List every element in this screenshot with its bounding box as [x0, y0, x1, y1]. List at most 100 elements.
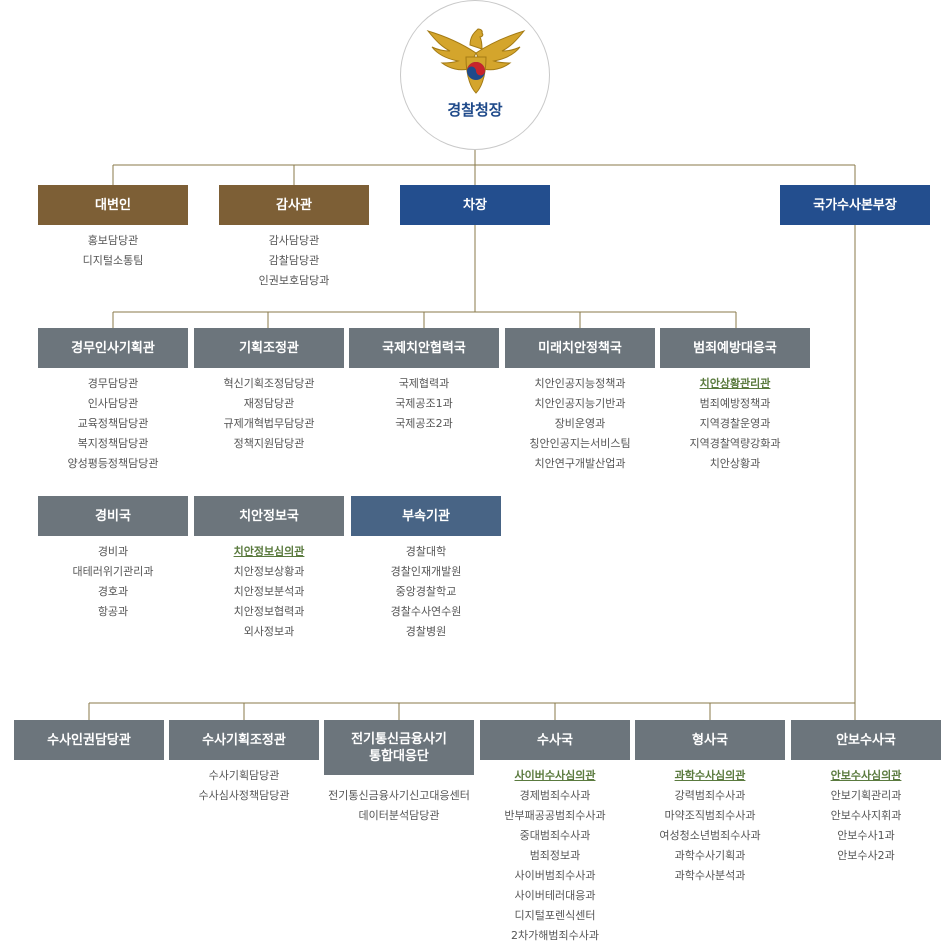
list-item[interactable]: 경찰수사연수원 — [390, 605, 462, 618]
list-item[interactable]: 경호과 — [97, 585, 129, 598]
list-item[interactable]: 경무담당관 — [87, 377, 139, 390]
planning-coordination-box[interactable]: 기획조정관 — [194, 328, 344, 368]
list-item[interactable]: 지역경찰운영과 — [699, 417, 771, 430]
list-item-highlight[interactable]: 치안상황관리관 — [699, 377, 771, 390]
list-item[interactable]: 전기통신금융사기신고대응센터 — [328, 789, 470, 802]
list-item[interactable]: 치안상황과 — [709, 457, 761, 470]
list-item[interactable]: 강력범죄수사과 — [674, 789, 746, 802]
list-item-highlight[interactable]: 과학수사심의관 — [674, 769, 746, 782]
list-item[interactable]: 재정담당관 — [243, 397, 295, 410]
international-cooperation-units: 국제협력과 국제공조1과 국제공조2과 — [349, 374, 499, 434]
list-item-highlight[interactable]: 안보수사심의관 — [830, 769, 902, 782]
list-item[interactable]: 규제개혁법무담당관 — [223, 417, 315, 430]
list-item[interactable]: 2차가해범죄수사과 — [511, 929, 599, 942]
deputy-chief-box[interactable]: 차장 — [400, 185, 550, 225]
list-item[interactable]: 마약조직범죄수사과 — [664, 809, 756, 822]
list-item[interactable]: 감사담당관 — [268, 234, 320, 247]
personnel-planning-box[interactable]: 경무인사기획관 — [38, 328, 188, 368]
list-item[interactable]: 사이버테러대응과 — [514, 889, 596, 902]
list-item[interactable]: 데이터분석담당관 — [358, 809, 440, 822]
telecom-fraud-label-line2: 통합대응단 — [369, 748, 429, 764]
auditor-units: 감사담당관 감찰담당관 인권보호담당과 — [219, 231, 369, 291]
list-item[interactable]: 경찰대학 — [405, 545, 447, 558]
security-bureau-box[interactable]: 경비국 — [38, 496, 188, 536]
personnel-planning-units: 경무담당관 인사담당관 교육정책담당관 복지정책담당관 양성평등정책담당관 — [38, 374, 188, 474]
list-item[interactable]: 치안연구개발산업과 — [534, 457, 626, 470]
list-item[interactable]: 정책지원담당관 — [233, 437, 305, 450]
spokesperson-box[interactable]: 대변인 — [38, 185, 188, 225]
future-policing-units: 치안인공지능정책과 치안인공지능기반과 장비운영과 칭안인공지는서비스팀 치안연… — [505, 374, 655, 474]
national-investigation-head-box[interactable]: 국가수사본부장 — [780, 185, 930, 225]
affiliated-agencies-box[interactable]: 부속기관 — [351, 496, 501, 536]
security-investigation-box[interactable]: 안보수사국 — [791, 720, 941, 760]
list-item[interactable]: 치안정보분석과 — [233, 585, 305, 598]
telecom-fraud-units: 전기통신금융사기신고대응센터 데이터분석담당관 — [324, 786, 474, 826]
list-item[interactable]: 감찰담당관 — [268, 254, 320, 267]
future-policing-box[interactable]: 미래치안정책국 — [505, 328, 655, 368]
investigation-human-rights-box[interactable]: 수사인권담당관 — [14, 720, 164, 760]
list-item[interactable]: 여성청소년범죄수사과 — [659, 829, 761, 842]
investigation-planning-box[interactable]: 수사기획조정관 — [169, 720, 319, 760]
telecom-fraud-label-line1: 전기통신금융사기 — [351, 731, 447, 747]
list-item[interactable]: 인사담당관 — [87, 397, 139, 410]
security-bureau-units: 경비과 대테러위기관리과 경호과 항공과 — [38, 542, 188, 622]
list-item[interactable]: 반부패공공범죄수사과 — [504, 809, 606, 822]
list-item[interactable]: 외사정보과 — [243, 625, 295, 638]
list-item[interactable]: 안보수사1과 — [837, 829, 895, 842]
list-item[interactable]: 안보수사2과 — [837, 849, 895, 862]
list-item[interactable]: 치안정보협력과 — [233, 605, 305, 618]
list-item[interactable]: 안보수사지휘과 — [830, 809, 902, 822]
list-item[interactable]: 국제협력과 — [398, 377, 450, 390]
list-item[interactable]: 범죄예방정책과 — [699, 397, 771, 410]
list-item[interactable]: 디지털소통팀 — [82, 254, 144, 267]
list-item[interactable]: 디지털포렌식센터 — [514, 909, 596, 922]
list-item[interactable]: 국제공조1과 — [395, 397, 453, 410]
list-item[interactable]: 과학수사기획과 — [674, 849, 746, 862]
list-item[interactable]: 중대범죄수사과 — [519, 829, 591, 842]
planning-coordination-units: 혁신기획조정담당관 재정담당관 규제개혁법무담당관 정책지원담당관 — [194, 374, 344, 454]
list-item[interactable]: 양성평등정책담당관 — [67, 457, 159, 470]
list-item[interactable]: 치안인공지능정책과 — [534, 377, 626, 390]
list-item[interactable]: 인권보호담당과 — [258, 274, 330, 287]
list-item[interactable]: 과학수사분석과 — [674, 869, 746, 882]
list-item[interactable]: 대테러위기관리과 — [72, 565, 154, 578]
list-item[interactable]: 경제범죄수사과 — [519, 789, 591, 802]
list-item[interactable]: 수사심사정책담당관 — [198, 789, 290, 802]
list-item[interactable]: 교육정책담당관 — [77, 417, 149, 430]
list-item[interactable]: 치안정보상황과 — [233, 565, 305, 578]
spokesperson-units: 홍보담당관 디지털소통팀 — [38, 231, 188, 271]
investigation-planning-units: 수사기획담당관 수사심사정책담당관 — [169, 766, 319, 806]
crime-prevention-units: 치안상황관리관 범죄예방정책과 지역경찰운영과 지역경찰역량강화과 치안상황과 — [660, 374, 810, 474]
list-item[interactable]: 경찰인재개발원 — [390, 565, 462, 578]
list-item[interactable]: 복지정책담당관 — [77, 437, 149, 450]
list-item[interactable]: 안보기획관리과 — [830, 789, 902, 802]
list-item[interactable]: 홍보담당관 — [87, 234, 139, 247]
list-item[interactable]: 혁신기획조정담당관 — [223, 377, 315, 390]
telecom-fraud-box[interactable]: 전기통신금융사기 통합대응단 — [324, 720, 474, 775]
list-item[interactable]: 사이버범죄수사과 — [514, 869, 596, 882]
list-item[interactable]: 중앙경찰학교 — [395, 585, 457, 598]
intelligence-bureau-box[interactable]: 치안정보국 — [194, 496, 344, 536]
auditor-box[interactable]: 감사관 — [219, 185, 369, 225]
list-item[interactable]: 경찰병원 — [405, 625, 447, 638]
security-investigation-units: 안보수사심의관 안보기획관리과 안보수사지휘과 안보수사1과 안보수사2과 — [791, 766, 941, 866]
list-item[interactable]: 지역경찰역량강화과 — [689, 437, 781, 450]
list-item[interactable]: 국제공조2과 — [395, 417, 453, 430]
investigation-bureau-box[interactable]: 수사국 — [480, 720, 630, 760]
international-cooperation-box[interactable]: 국제치안협력국 — [349, 328, 499, 368]
list-item[interactable]: 항공과 — [97, 605, 129, 618]
list-item-highlight[interactable]: 사이버수사심의관 — [514, 769, 596, 782]
crime-prevention-box[interactable]: 범죄예방대응국 — [660, 328, 810, 368]
list-item-highlight[interactable]: 치안정보심의관 — [233, 545, 305, 558]
investigation-bureau-units: 사이버수사심의관 경제범죄수사과 반부패공공범죄수사과 중대범죄수사과 범죄정보… — [480, 766, 630, 946]
list-item[interactable]: 범죄정보과 — [529, 849, 581, 862]
list-item[interactable]: 경비과 — [97, 545, 129, 558]
chief-emblem: 경찰청장 — [400, 0, 550, 150]
list-item[interactable]: 치안인공지능기반과 — [534, 397, 626, 410]
criminal-bureau-box[interactable]: 형사국 — [635, 720, 785, 760]
list-item[interactable]: 수사기획담당관 — [208, 769, 280, 782]
police-eagle-icon — [426, 28, 526, 94]
list-item[interactable]: 칭안인공지는서비스팀 — [529, 437, 631, 450]
list-item[interactable]: 장비운영과 — [554, 417, 606, 430]
chief-title: 경찰청장 — [447, 101, 503, 119]
